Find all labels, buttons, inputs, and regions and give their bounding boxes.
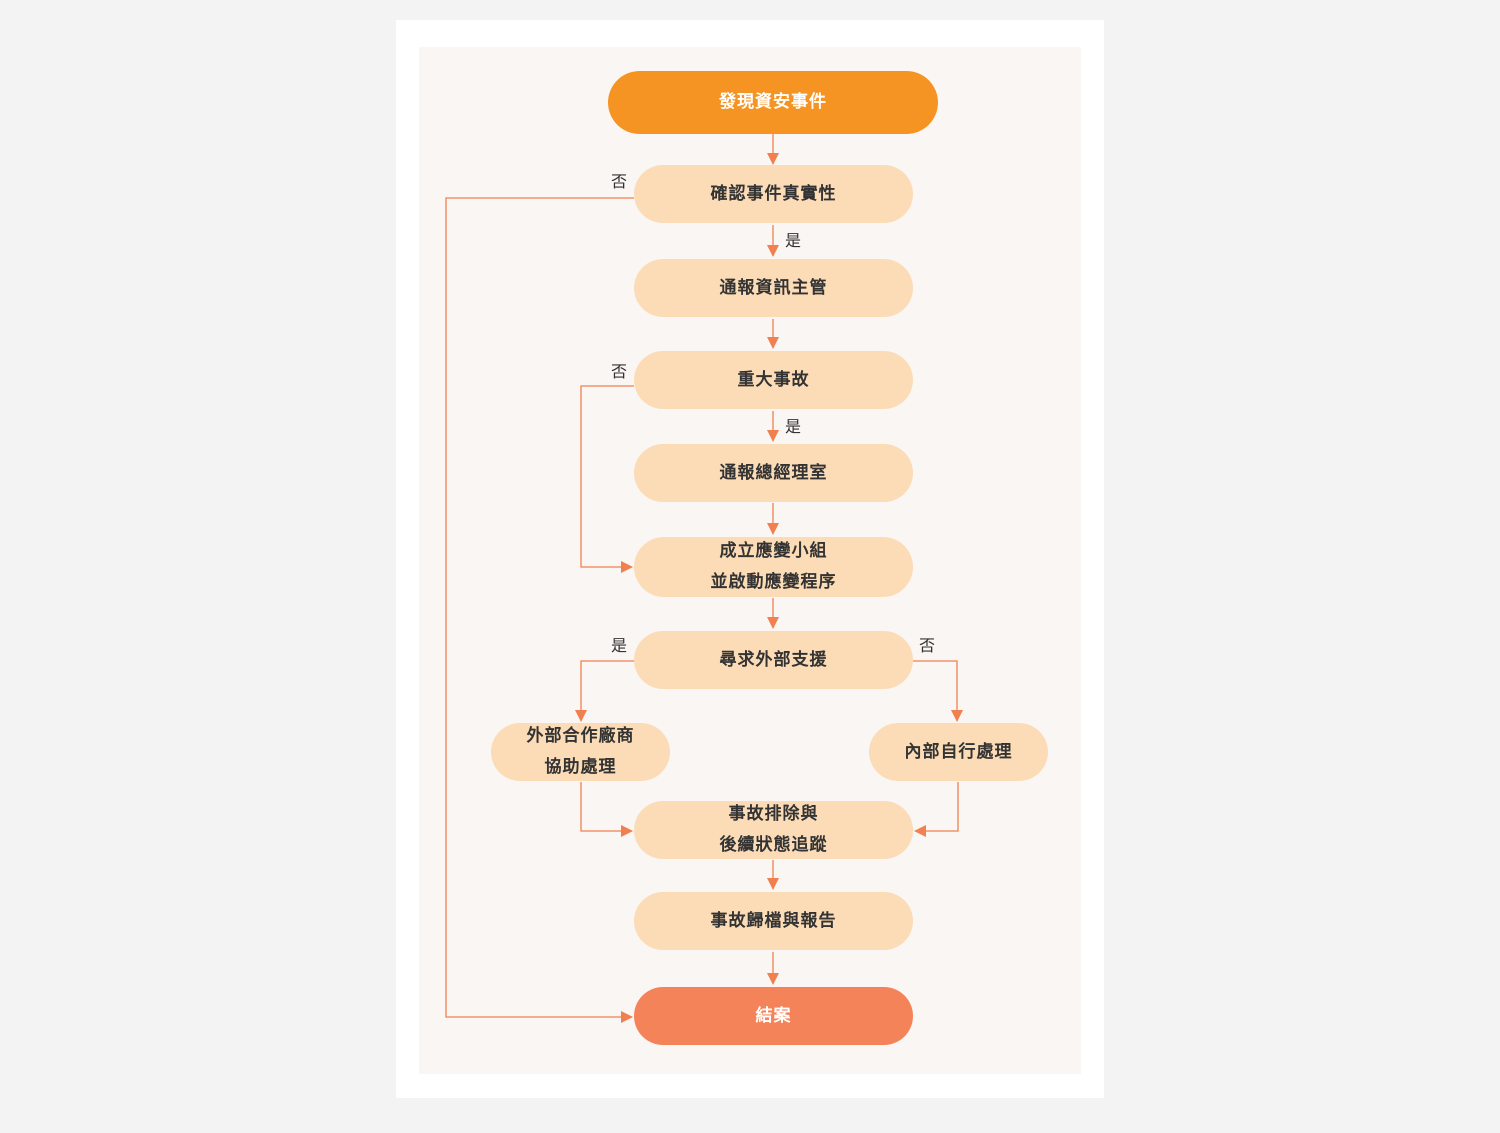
node-line: 重大事故 — [737, 369, 810, 390]
node-verify-authenticity: 確認事件真實性 — [634, 165, 913, 223]
node-notify-it-manager: 通報資訊主管 — [634, 259, 913, 317]
edge-label-verify-yes: 是 — [785, 231, 802, 250]
arrow-major-no-to-team — [580, 385, 634, 573]
node-line: 通報總經理室 — [719, 462, 828, 483]
node-form-response-team: 成立應變小組 並啟動應變程序 — [634, 537, 913, 597]
node-line: 尋求外部支援 — [719, 649, 828, 670]
node-line: 事故歸檔與報告 — [710, 910, 837, 931]
arrow-internal-to-resolve — [914, 782, 959, 837]
arrow-verify-no-to-close — [445, 197, 634, 1023]
node-close-case: 結案 — [634, 987, 913, 1045]
node-discover-incident: 發現資安事件 — [608, 71, 938, 134]
node-line: 並啟動應變程序 — [710, 572, 837, 592]
edge-label-verify-no: 否 — [611, 172, 628, 191]
edge-label-major-no: 否 — [611, 362, 628, 381]
node-resolve-and-track: 事故排除與 後續狀態追蹤 — [634, 801, 913, 859]
edge-label-major-yes: 是 — [785, 417, 802, 436]
node-internal-handling: 內部自行處理 — [869, 723, 1048, 781]
node-line: 發現資安事件 — [719, 92, 827, 112]
node-line: 結案 — [755, 1005, 792, 1026]
node-line: 事故排除與 — [728, 804, 819, 824]
node-line: 通報資訊主管 — [719, 277, 828, 298]
edge-label-external-yes: 是 — [611, 636, 628, 655]
node-line: 確認事件真實性 — [710, 183, 837, 204]
node-notify-gm-office: 通報總經理室 — [634, 444, 913, 502]
node-major-incident: 重大事故 — [634, 351, 913, 409]
node-line: 後續狀態追蹤 — [719, 835, 828, 855]
node-line: 外部合作廠商 — [526, 726, 635, 746]
arrow-vendor-to-resolve — [580, 782, 633, 837]
edge-label-external-no: 否 — [919, 636, 936, 655]
node-line: 內部自行處理 — [904, 741, 1013, 762]
node-line: 協助處理 — [544, 757, 617, 777]
arrow-external-yes-to-vendor — [575, 660, 634, 722]
node-archive-and-report: 事故歸檔與報告 — [634, 892, 913, 950]
node-external-vendor: 外部合作廠商 協助處理 — [491, 723, 670, 781]
arrow-external-no-to-internal — [913, 660, 963, 722]
node-line: 成立應變小組 — [719, 541, 828, 561]
node-seek-external-support: 尋求外部支援 — [634, 631, 913, 689]
